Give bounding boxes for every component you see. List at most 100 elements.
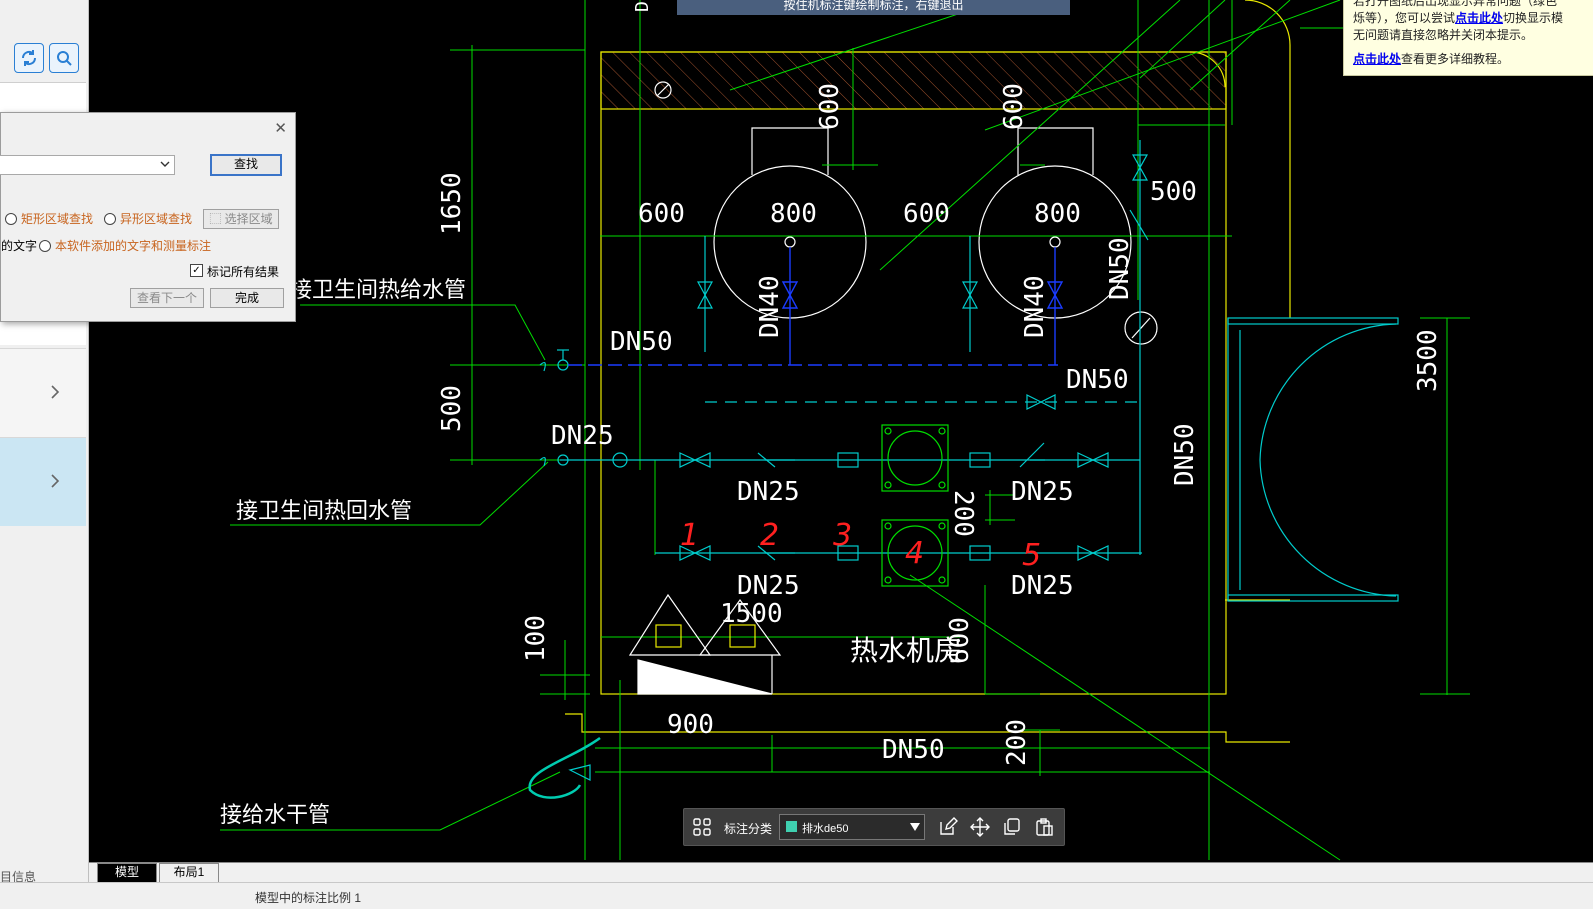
radio-software-text[interactable] xyxy=(39,240,51,252)
label-hot-return: 接卫生间热回水管 xyxy=(236,499,412,524)
dimension-lines xyxy=(220,0,1593,861)
copy-icon[interactable] xyxy=(1002,817,1022,837)
category-selected-value: 排水de50 xyxy=(802,823,849,835)
mark-all-checkbox[interactable]: ✓ xyxy=(190,264,203,277)
hint-line-4: 点击此处查看更多详细教程。 xyxy=(1353,51,1509,68)
hint-line-2-text: 烁等），您可以尝试 xyxy=(1353,11,1456,25)
radio-rect-area[interactable] xyxy=(5,213,17,225)
annotation-toolbar: 标注分类 排水de50 xyxy=(683,808,1065,846)
pipe-dn50-a: DN50 xyxy=(610,327,673,357)
hand-number-2: 2 xyxy=(760,518,779,553)
pipework xyxy=(539,140,1149,781)
layout-tab-bar: 模型 布局1 xyxy=(89,862,1593,883)
dim-200-a: 200 xyxy=(948,490,978,537)
hand-number-4: 4 xyxy=(905,536,924,571)
select-area-icon: ⬚ xyxy=(209,212,222,226)
label-room: 热水机房 xyxy=(850,634,962,667)
sync-button[interactable] xyxy=(14,43,44,73)
dim-100: 100 xyxy=(521,615,551,662)
hand-number-3: 3 xyxy=(833,518,852,553)
radio-rect-area-label: 矩形区域查找 xyxy=(21,212,94,226)
dim-200-b: 200 xyxy=(1002,719,1032,766)
pipe-dn50-d: DN50 xyxy=(1170,423,1200,486)
tutorial-link[interactable]: 点击此处 xyxy=(1353,52,1402,66)
dim-600-left: 600 xyxy=(638,199,685,229)
chevron-right-icon xyxy=(51,385,60,399)
hint-line-3: 无问题请直接忽略并关闭本提示。 xyxy=(1353,28,1534,42)
hint-line-2-tail: 切换显示模 xyxy=(1503,11,1564,25)
label-hot-supply: 接卫生间热给水管 xyxy=(290,278,466,303)
search-icon xyxy=(57,51,72,66)
sidebar-info-label: 目信息 xyxy=(0,870,37,884)
pipe-dn50-e: DN50 xyxy=(882,735,945,765)
pipe-dn25-a: DN25 xyxy=(551,421,614,451)
dim-500-right: 500 xyxy=(1150,177,1197,207)
switch-display-link[interactable]: 点击此处 xyxy=(1455,11,1504,25)
pipe-dn50-c: DN50 xyxy=(1105,237,1135,300)
mark-all-label: 标记所有结果 xyxy=(207,265,280,279)
dim-600-vert-2: 600 xyxy=(999,83,1029,130)
hint-line-1: 若打开图纸后出现显示异常问题（绿色 xyxy=(1353,0,1558,8)
pipe-dn25-e: DN25 xyxy=(1011,571,1074,601)
paste-icon[interactable] xyxy=(1034,817,1054,837)
dim-3500: 3500 xyxy=(1413,329,1443,392)
annotation-category-label: 标注分类 xyxy=(724,822,773,836)
category-color-swatch xyxy=(786,821,797,832)
chevron-right-icon xyxy=(51,474,60,488)
annotation-scale-status: 模型中的标注比例 1 xyxy=(255,891,362,905)
dim-800-right: 800 xyxy=(1034,199,1081,229)
radio-irregular-area[interactable] xyxy=(104,213,116,225)
dim-600-vert-1: 600 xyxy=(815,83,845,130)
hint-line-4-text: 查看更多详细教程。 xyxy=(1401,52,1510,66)
edit-annotation-icon[interactable] xyxy=(938,817,958,837)
hand-number-1: 1 xyxy=(680,518,699,553)
hand-circle-mark xyxy=(528,736,601,799)
done-button[interactable]: 完成 xyxy=(210,288,284,308)
tab-model[interactable]: 模型 xyxy=(97,863,157,883)
find-text-combo[interactable] xyxy=(0,155,175,175)
dim-600-room: 600 xyxy=(945,617,975,664)
chevron-down-icon xyxy=(160,161,170,167)
room-walls xyxy=(565,0,1291,743)
pipe-dn40-b: DN40 xyxy=(1020,275,1050,338)
door xyxy=(1227,317,1399,602)
cad-canvas[interactable]: 600 800 600 800 500 900 1500 DN50 DN50 D… xyxy=(89,0,1593,862)
view-next-button[interactable]: 查看下一个 xyxy=(130,288,204,308)
sync-icon xyxy=(21,50,37,66)
radio-irregular-area-label: 异形区域查找 xyxy=(120,212,193,226)
display-hint-box: 若打开图纸后出现显示异常问题（绿色 烁等），您可以尝试点击此处切换显示模 无问题… xyxy=(1343,0,1593,76)
status-bar: 模型中的标注比例 1 xyxy=(0,882,1593,909)
sidebar-item-1[interactable] xyxy=(0,348,86,437)
annotation-category-select[interactable]: 排水de50 xyxy=(779,814,925,840)
text-scope-label: 的文字 xyxy=(1,239,38,253)
partial-cad-text: D xyxy=(632,1,653,12)
dim-500-vert: 500 xyxy=(437,385,467,432)
dim-800-left: 800 xyxy=(770,199,817,229)
sidebar-item-2[interactable] xyxy=(0,437,86,526)
blue-pipe xyxy=(568,247,1064,366)
find-text-dialog: ✕ 查找 矩形区域查找 异形区域查找 ⬚ 选择区域 的文字 本软件添加的文字和测… xyxy=(0,112,296,322)
hint-line-2: 烁等），您可以尝试点击此处切换显示模 xyxy=(1353,10,1563,27)
dropdown-arrow-icon xyxy=(910,823,920,831)
command-hint-banner: 按住机标注键绘制标注，右键退出 xyxy=(677,0,1070,15)
find-button[interactable]: 查找 xyxy=(210,154,282,176)
dialog-close-button[interactable]: ✕ xyxy=(274,120,287,137)
radio-software-text-label: 本软件添加的文字和测量标注 xyxy=(55,239,212,253)
circulation-pumps xyxy=(881,424,949,587)
grid-icon[interactable] xyxy=(692,817,712,837)
pipe-dn25-b: DN25 xyxy=(737,477,800,507)
dim-1650: 1650 xyxy=(437,172,467,235)
pipe-dn25-d: DN25 xyxy=(737,571,800,601)
pipe-dn25-c: DN25 xyxy=(1011,477,1074,507)
select-area-button[interactable]: ⬚ 选择区域 xyxy=(203,209,279,229)
move-icon[interactable] xyxy=(970,817,990,837)
pipe-dn50-b: DN50 xyxy=(1066,365,1129,395)
dim-1500: 1500 xyxy=(720,599,783,629)
search-button[interactable] xyxy=(49,43,79,73)
dim-600-mid: 600 xyxy=(903,199,950,229)
heat-pump-units xyxy=(628,593,782,695)
pipe-dn40-a: DN40 xyxy=(755,275,785,338)
tab-layout1[interactable]: 布局1 xyxy=(159,863,219,883)
label-water-main: 接给水干管 xyxy=(220,803,330,828)
hand-number-5: 5 xyxy=(1022,538,1041,573)
